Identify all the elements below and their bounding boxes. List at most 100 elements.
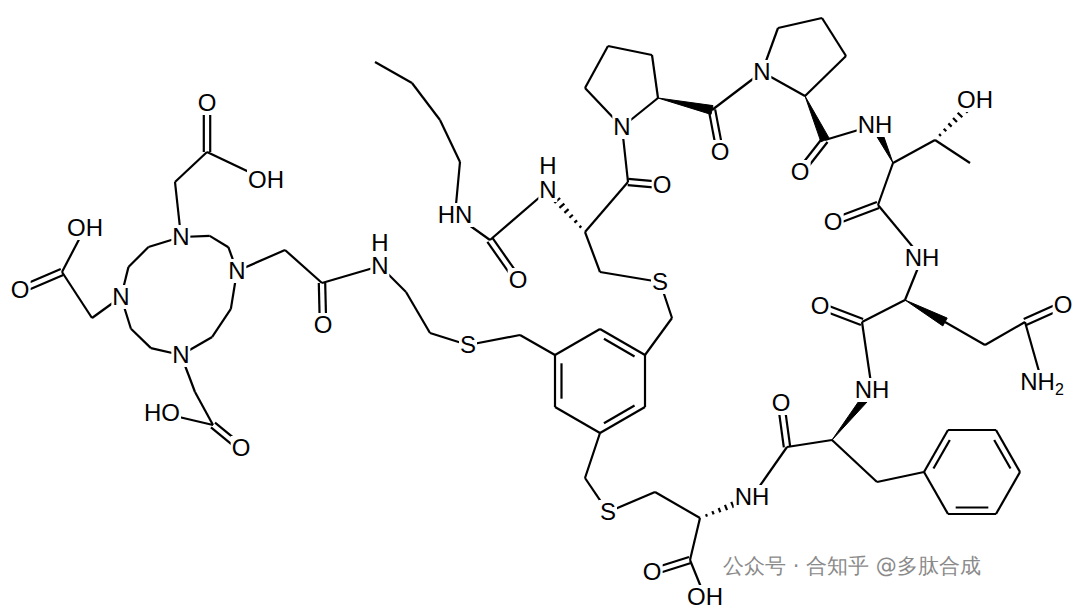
bond-line <box>564 209 568 213</box>
bond-line <box>554 355 556 407</box>
bond-line <box>652 55 658 98</box>
bond-line <box>574 220 577 222</box>
atom-label: NH <box>734 485 771 509</box>
bond-line <box>924 472 948 514</box>
atom-label: O <box>10 278 31 302</box>
atom-label: O <box>197 91 218 115</box>
bond-line <box>559 204 564 208</box>
bond-line <box>608 46 652 55</box>
bond-line <box>569 215 572 218</box>
bond-line <box>175 152 207 182</box>
atom-label: N <box>171 225 190 249</box>
atom-label: O <box>313 313 334 337</box>
bond-line <box>585 46 608 88</box>
bond-line <box>195 392 213 425</box>
atom-label: N <box>227 259 246 283</box>
bond-line <box>893 140 935 163</box>
bond-line <box>939 134 941 136</box>
bond-line <box>585 182 628 232</box>
atom-label: N <box>171 343 190 367</box>
bond-line <box>600 407 645 433</box>
atom-label: O <box>790 160 811 184</box>
bond-line <box>945 322 985 345</box>
bond-line <box>600 329 645 355</box>
bond-line <box>62 272 92 318</box>
atom-label: O <box>810 294 831 318</box>
bond-line <box>948 123 951 126</box>
atom-label: OH <box>686 585 724 609</box>
watermark: 公众号 · 合知乎 @多肽合成 <box>722 556 982 577</box>
atom-label: O <box>771 391 792 415</box>
bond-line <box>958 113 963 118</box>
bond-line <box>131 329 151 348</box>
bond-line <box>560 363 562 398</box>
bond-line <box>953 118 957 122</box>
bond-line <box>285 250 322 283</box>
bond-line <box>877 472 924 482</box>
bond-line <box>604 406 635 424</box>
atom-label: NH2 <box>1019 370 1065 394</box>
bond-line <box>862 300 905 322</box>
bond-line <box>375 62 412 83</box>
atom-label: O <box>231 436 252 460</box>
atom-label: HN <box>437 203 474 227</box>
atom-label: O <box>823 210 844 234</box>
atom-label: OH <box>956 88 994 112</box>
bond-line <box>787 440 832 447</box>
bond-line <box>778 18 822 28</box>
bond-line <box>555 329 600 355</box>
bond-line <box>579 226 581 228</box>
atom-label: N <box>612 115 631 139</box>
atom-label: HO <box>143 401 181 425</box>
bond-line <box>658 98 713 114</box>
atom-label: O <box>710 140 731 164</box>
bond-line <box>725 505 727 510</box>
bond-line <box>994 440 1010 469</box>
bond-line <box>655 492 700 518</box>
bond-line <box>878 163 893 205</box>
bond-line <box>905 300 947 326</box>
bond-line <box>948 429 996 431</box>
bond-line <box>933 440 949 469</box>
bond-line <box>644 355 646 407</box>
bond-line <box>412 83 440 120</box>
atom-label: OH <box>66 216 104 240</box>
bond-line <box>212 309 231 337</box>
atom-label: O <box>1053 293 1074 317</box>
bond-line <box>406 292 430 333</box>
bond-line <box>948 513 996 515</box>
bond-line <box>705 514 708 516</box>
bond-line <box>520 335 555 355</box>
bond-line <box>832 440 877 482</box>
bond-line <box>944 129 947 132</box>
bond-line <box>956 506 989 508</box>
atom-label: S <box>599 500 617 524</box>
atom-label: N <box>538 178 557 202</box>
bond-line <box>719 508 721 512</box>
subscript: 2 <box>1055 381 1064 398</box>
bond-line <box>585 433 600 478</box>
bond-line <box>996 472 1020 514</box>
atom-label: O <box>642 560 663 584</box>
bond-line <box>690 518 700 560</box>
atom-label: N <box>111 285 130 309</box>
atom-label: NH <box>857 113 894 137</box>
bond-line <box>645 318 672 355</box>
atom-label: H <box>370 231 389 255</box>
atom-label: S <box>459 333 477 357</box>
bond-line <box>210 236 229 247</box>
bond-line <box>935 140 970 163</box>
bond-line <box>604 339 635 357</box>
atom-label: O <box>652 173 673 197</box>
atom-label: NH <box>904 246 941 270</box>
atom-label: S <box>651 270 669 294</box>
bond-line <box>805 96 829 142</box>
atom-label: H <box>538 154 557 178</box>
bond-line <box>585 232 600 272</box>
bond-line <box>555 407 600 433</box>
bond-line <box>128 247 148 267</box>
atom-label: NH <box>854 378 891 402</box>
bond-line <box>712 511 713 514</box>
